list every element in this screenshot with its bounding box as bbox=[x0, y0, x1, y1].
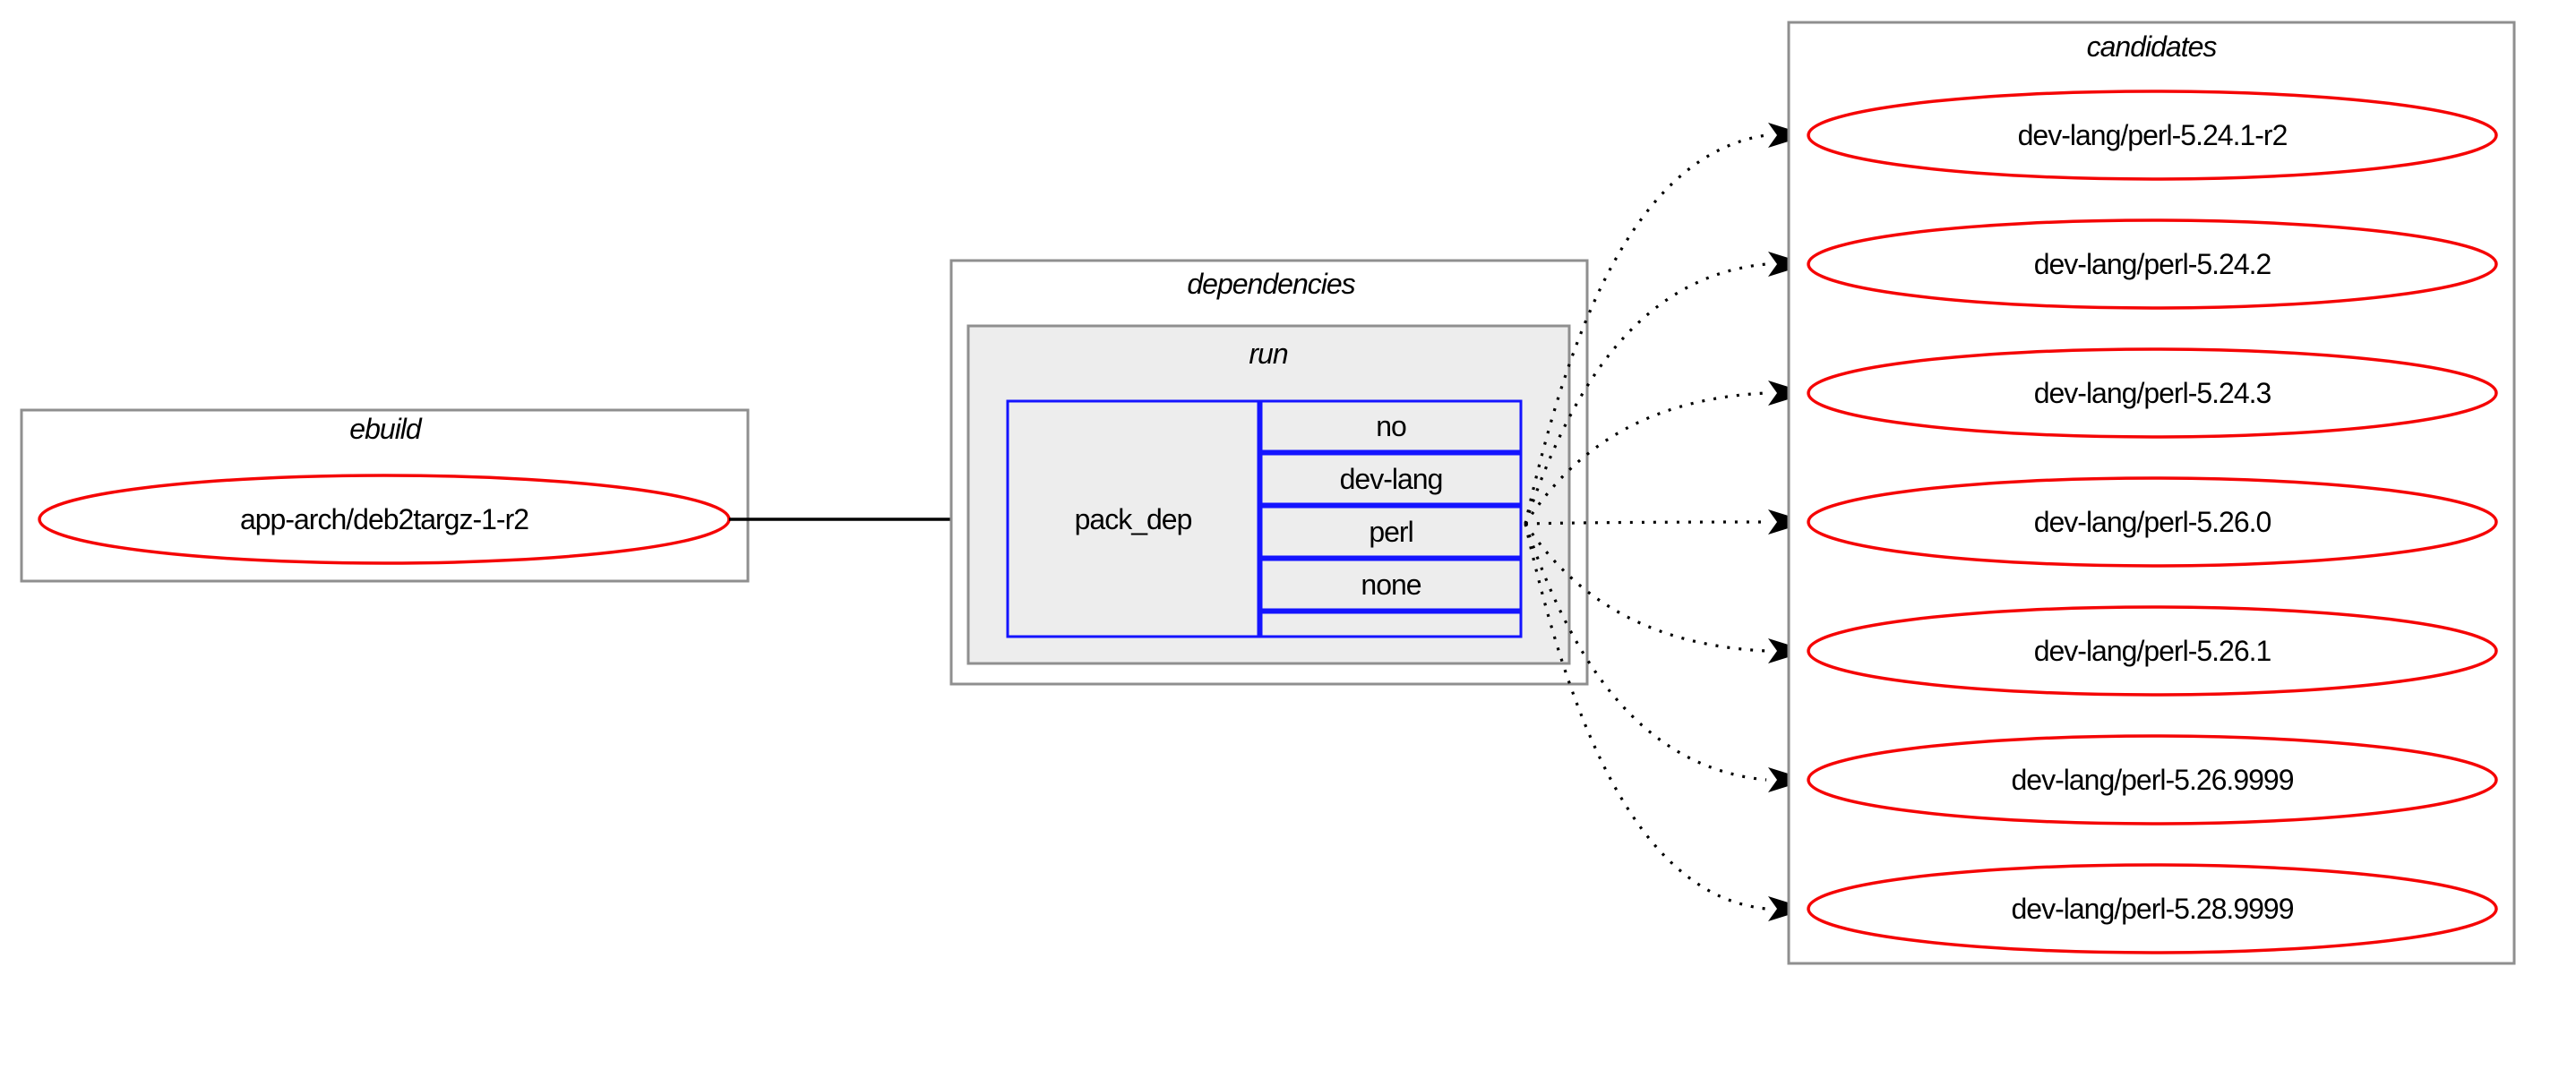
candidate-node: dev-lang/perl-5.26.1 bbox=[1807, 605, 2498, 697]
candidate-node: dev-lang/perl-5.24.1-r2 bbox=[1807, 90, 2498, 181]
candidate-node: dev-lang/perl-5.26.9999 bbox=[1807, 734, 2498, 826]
candidates-cluster: candidates dev-lang/perl-5.24.1-r2 dev-l… bbox=[1787, 21, 2516, 965]
dependencies-cluster-title: dependencies bbox=[1187, 268, 1355, 300]
dotted-edge-candidate-4 bbox=[1524, 523, 1767, 653]
dotted-edge-candidate-6 bbox=[1524, 523, 1767, 911]
pack-dep-cell-no-label: no bbox=[1376, 410, 1406, 442]
candidate-node: dev-lang/perl-5.28.9999 bbox=[1807, 863, 2498, 954]
pack-dep-cell-perl-label: perl bbox=[1369, 516, 1413, 548]
dotted-edge-candidate-0 bbox=[1524, 133, 1767, 525]
pack-dep-cell-dev-lang bbox=[1259, 452, 1523, 506]
dotted-edge-candidate-3 bbox=[1524, 520, 1767, 526]
candidate-node-label-5: dev-lang/perl-5.26.9999 bbox=[2011, 764, 2293, 796]
pack-dep-cell-empty bbox=[1259, 611, 1523, 638]
candidate-node-label-0: dev-lang/perl-5.24.1-r2 bbox=[2018, 119, 2288, 151]
dependencies-cluster: dependencies run pack_dep no dev-lang pe… bbox=[949, 259, 1589, 686]
candidate-node-ellipse-2 bbox=[1807, 347, 2498, 439]
pack-dep-node: pack_dep no dev-lang perl none bbox=[1006, 399, 1523, 638]
pack-dep-name-cell bbox=[1006, 399, 1260, 638]
candidate-node-ellipse-5 bbox=[1807, 734, 2498, 826]
pack-dep-cell-dev-lang-label: dev-lang bbox=[1340, 463, 1443, 495]
candidate-node-ellipse-6 bbox=[1807, 863, 2498, 954]
pack-dep-cell-none bbox=[1259, 558, 1523, 612]
candidate-node-label-3: dev-lang/perl-5.26.0 bbox=[2034, 506, 2271, 538]
candidate-node: dev-lang/perl-5.24.2 bbox=[1807, 218, 2498, 310]
candidate-node-ellipse-4 bbox=[1807, 605, 2498, 697]
candidate-node: dev-lang/perl-5.24.3 bbox=[1807, 347, 2498, 439]
candidate-node: dev-lang/perl-5.26.0 bbox=[1807, 476, 2498, 568]
candidate-node-label-4: dev-lang/perl-5.26.1 bbox=[2034, 635, 2271, 667]
run-cluster-title: run bbox=[1249, 338, 1287, 370]
candidate-node-label-6: dev-lang/perl-5.28.9999 bbox=[2011, 893, 2293, 925]
candidate-node-label-2: dev-lang/perl-5.24.3 bbox=[2034, 377, 2271, 409]
candidate-node-ellipse-1 bbox=[1807, 218, 2498, 310]
pack-dep-cell-no bbox=[1259, 399, 1523, 453]
candidates-cluster-title: candidates bbox=[2087, 30, 2218, 63]
pack-dep-cell-perl bbox=[1259, 505, 1523, 559]
candidate-node-label-1: dev-lang/perl-5.24.2 bbox=[2034, 248, 2271, 280]
candidate-node-ellipse-0 bbox=[1807, 90, 2498, 181]
candidate-node-ellipse-3 bbox=[1807, 476, 2498, 568]
pack-dep-cell-none-label: none bbox=[1361, 569, 1421, 601]
ebuild-cluster-title: ebuild bbox=[349, 413, 423, 445]
ebuild-node-label: app-arch/deb2targz-1-r2 bbox=[240, 503, 528, 535]
ebuild-cluster: ebuild app-arch/deb2targz-1-r2 bbox=[20, 408, 750, 583]
pack-dep-name: pack_dep bbox=[1075, 503, 1192, 535]
